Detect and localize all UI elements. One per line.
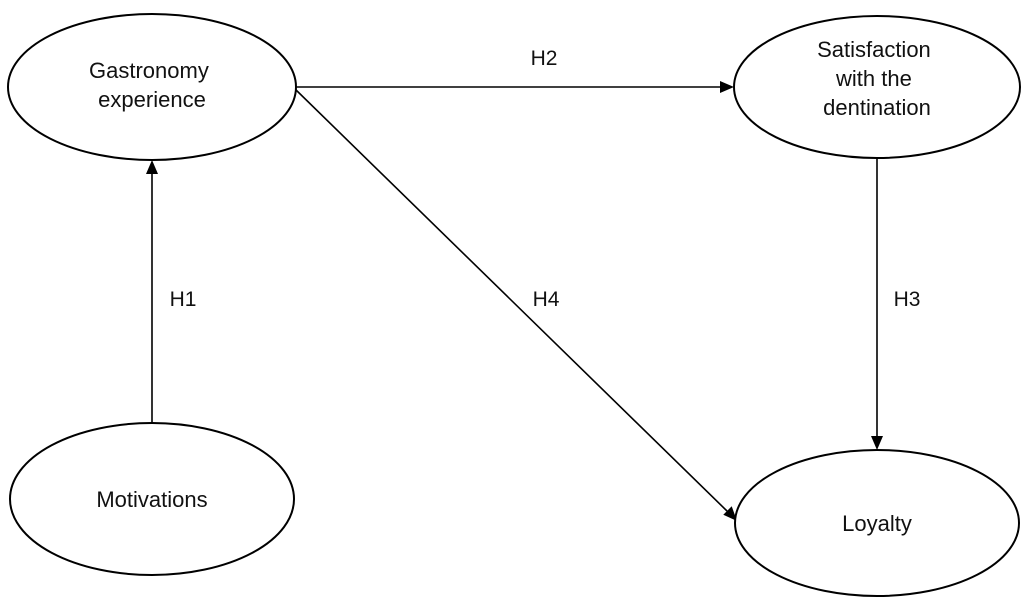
edge-h2-arrowhead (720, 81, 734, 93)
node-loyalty-line-1: Loyalty (842, 511, 912, 536)
edge-h4-arrowhead (723, 506, 737, 521)
edge-label-h3: H3 (894, 288, 921, 311)
node-motivations: Motivations (9, 422, 295, 576)
node-satisfaction-line-2: with the (835, 66, 912, 91)
node-motivations-ellipse (9, 422, 295, 576)
node-gastronomy-experience: Gastronomy experience (7, 13, 297, 161)
node-satisfaction-ellipse (733, 15, 1021, 159)
node-loyalty-label: Loyalty (842, 511, 912, 536)
edges (146, 81, 883, 521)
edge-h4-line (293, 87, 728, 512)
edge-h3-arrowhead (871, 436, 883, 450)
node-gastronomy-ellipse (7, 13, 297, 161)
node-motivations-line-1: Motivations (96, 487, 207, 512)
node-loyalty-ellipse (734, 449, 1020, 597)
edge-label-h4: H4 (533, 288, 560, 311)
node-satisfaction-label: Satisfaction with the dentination (817, 37, 937, 120)
node-satisfaction-line-3: dentination (823, 95, 931, 120)
node-gastronomy-line-1: Gastronomy (89, 58, 209, 83)
node-loyalty: Loyalty (734, 449, 1020, 597)
node-satisfaction-line-1: Satisfaction (817, 37, 931, 62)
edge-label-h1: H1 (170, 288, 197, 311)
edge-h1-arrowhead (146, 160, 158, 174)
edge-label-h2: H2 (531, 47, 558, 70)
edge-labels: H1 H2 H3 H4 (170, 47, 921, 311)
node-satisfaction-with-destination: Satisfaction with the dentination (733, 15, 1021, 159)
node-gastronomy-line-2: experience (98, 87, 206, 112)
node-motivations-label: Motivations (96, 487, 207, 512)
node-gastronomy-label: Gastronomy experience (89, 58, 215, 112)
